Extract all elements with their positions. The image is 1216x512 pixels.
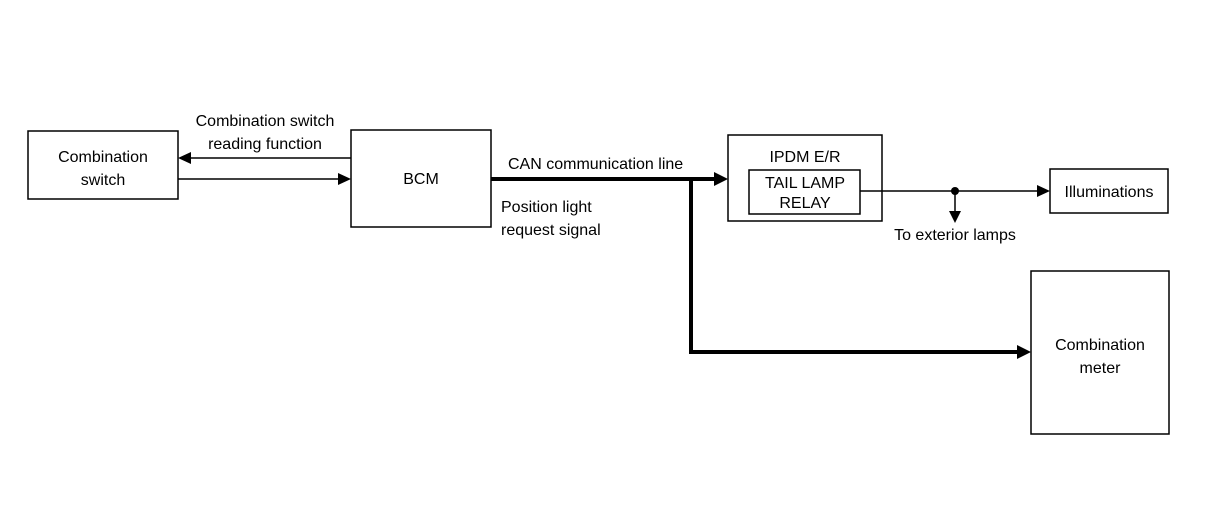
can-line-to-ipdm [491,172,728,186]
tail-lamp-relay-label-line2: RELAY [779,195,831,212]
tail-lamp-relay-label-line1: TAIL LAMP [765,175,845,192]
position-light-label-line1: Position light [501,199,592,216]
bcm-block: BCM [350,129,492,228]
combination-meter-block: Combination meter [1030,270,1170,435]
combination-switch-label-line2: switch [81,172,125,189]
reading-function-label-line2: reading function [208,136,322,153]
bcm-label: BCM [403,171,439,188]
reading-function-label-line1: Combination switch [196,113,335,130]
combination-switch-block: Combination switch [27,130,179,200]
tail-lamp-relay-block: TAIL LAMP RELAY [748,169,861,215]
ipdm-label: IPDM E/R [769,149,840,166]
combination-meter-label-line1: Combination [1055,337,1145,354]
combination-meter-label-line2: meter [1080,360,1122,377]
illuminations-label: Illuminations [1065,184,1154,201]
to-exterior-lamps-arrow [949,191,961,223]
position-light-label-line2: request signal [501,222,601,239]
reading-function-arrow [178,152,351,164]
relay-to-illuminations-arrow [860,185,1050,197]
illuminations-block: Illuminations [1049,168,1169,214]
combination-switch-label-line1: Combination [58,149,148,166]
can-line-to-meter [689,179,1031,359]
switch-to-bcm-arrow [178,173,351,185]
to-exterior-lamps-label: To exterior lamps [894,227,1016,244]
can-line-label: CAN communication line [508,156,683,173]
